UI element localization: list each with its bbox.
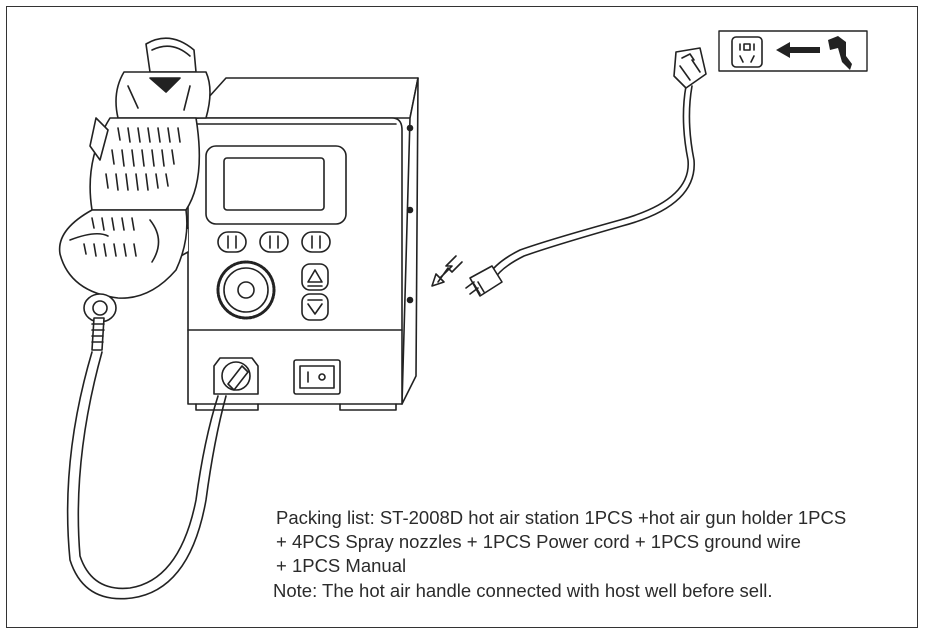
air-hose [66,351,227,600]
function-buttons [217,231,331,253]
power-cord [465,47,707,297]
hot-air-gun [58,37,211,351]
hose-connector [213,357,259,395]
up-down-buttons [301,263,329,321]
socket-indicator-box [718,30,868,72]
power-switch [293,359,341,395]
packing-list-line-3: + 1PCS Manual [276,555,407,576]
packing-list-line-2: + 4PCS Spray nozzles + 1PCS Power cord +… [276,531,801,552]
lcd-display [205,145,347,225]
insert-direction-arrow [431,255,463,287]
packing-list-line-1: Packing list: ST-2008D hot air station 1… [276,507,847,528]
rotary-knob [216,260,276,320]
note-text: Note: The hot air handle connected with … [273,580,773,601]
